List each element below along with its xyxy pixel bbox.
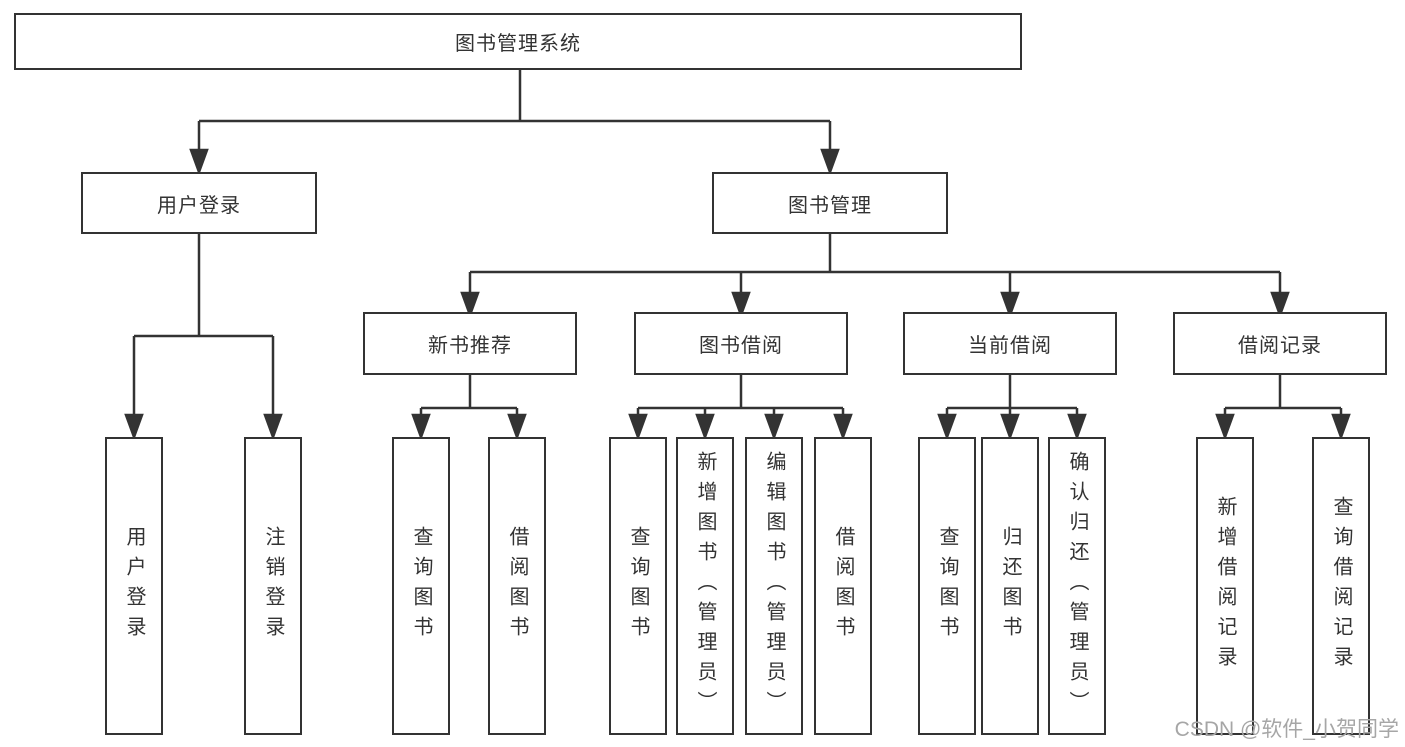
node-leaf-query-books-current-label: 查询图书 — [936, 526, 958, 646]
connector-book-management-children — [460, 234, 1290, 319]
watermark: CSDN @软件_小贺同学 — [1174, 718, 1399, 741]
node-leaf-user-login-label: 用户登录 — [123, 526, 145, 646]
node-book-borrowing-label: 图书借阅 — [699, 335, 783, 357]
node-leaf-add-borrow-record-label: 新增借阅记录 — [1214, 496, 1236, 676]
node-leaf-add-borrow-record: 新增借阅记录 — [1196, 437, 1254, 735]
node-book-management-label: 图书管理 — [788, 194, 872, 217]
node-leaf-borrow-books-recommend: 借阅图书 — [488, 437, 546, 735]
node-leaf-user-login: 用户登录 — [105, 437, 163, 735]
node-current-borrowing: 当前借阅 — [903, 312, 1117, 375]
node-book-borrowing: 图书借阅 — [634, 312, 848, 375]
node-leaf-query-books-recommend-label: 查询图书 — [410, 526, 432, 646]
connector-root-to-level2 — [189, 70, 840, 176]
node-leaf-edit-book-admin-label: 编辑图书（管理员） — [763, 451, 785, 721]
node-leaf-query-books-recommend: 查询图书 — [392, 437, 450, 735]
node-leaf-add-book-admin: 新增图书（管理员） — [676, 437, 734, 735]
node-root: 图书管理系统 — [14, 13, 1022, 70]
node-leaf-return-book: 归还图书 — [981, 437, 1039, 735]
node-borrow-records: 借阅记录 — [1173, 312, 1387, 375]
node-leaf-query-books-borrowing-label: 查询图书 — [627, 526, 649, 646]
node-leaf-borrow-books-recommend-label: 借阅图书 — [506, 526, 528, 646]
node-leaf-confirm-return-admin: 确认归还（管理员） — [1048, 437, 1106, 735]
connector-book-borrowing-children — [628, 375, 853, 441]
connector-borrow-records-children — [1215, 375, 1351, 441]
node-book-management: 图书管理 — [712, 172, 948, 234]
node-leaf-return-book-label: 归还图书 — [999, 526, 1021, 646]
node-leaf-logout: 注销登录 — [244, 437, 302, 735]
node-borrow-records-label: 借阅记录 — [1238, 335, 1322, 357]
node-leaf-borrow-books: 借阅图书 — [814, 437, 872, 735]
connector-user-login-children — [124, 234, 283, 441]
node-user-login: 用户登录 — [81, 172, 317, 234]
connector-current-borrowing-children — [937, 375, 1087, 441]
node-leaf-add-book-admin-label: 新增图书（管理员） — [694, 451, 716, 721]
node-leaf-borrow-books-label: 借阅图书 — [832, 526, 854, 646]
node-leaf-query-books-borrowing: 查询图书 — [609, 437, 667, 735]
node-current-borrowing-label: 当前借阅 — [968, 335, 1052, 357]
node-leaf-query-borrow-record: 查询借阅记录 — [1312, 437, 1370, 735]
node-user-login-label: 用户登录 — [157, 194, 241, 217]
node-root-label: 图书管理系统 — [455, 33, 581, 55]
node-leaf-logout-label: 注销登录 — [262, 526, 284, 646]
node-new-book-recommend: 新书推荐 — [363, 312, 577, 375]
node-leaf-edit-book-admin: 编辑图书（管理员） — [745, 437, 803, 735]
connector-new-book-recommend-children — [411, 375, 527, 441]
node-new-book-recommend-label: 新书推荐 — [428, 335, 512, 357]
node-leaf-query-books-current: 查询图书 — [918, 437, 976, 735]
node-leaf-confirm-return-admin-label: 确认归还（管理员） — [1066, 451, 1088, 721]
node-leaf-query-borrow-record-label: 查询借阅记录 — [1330, 496, 1352, 676]
